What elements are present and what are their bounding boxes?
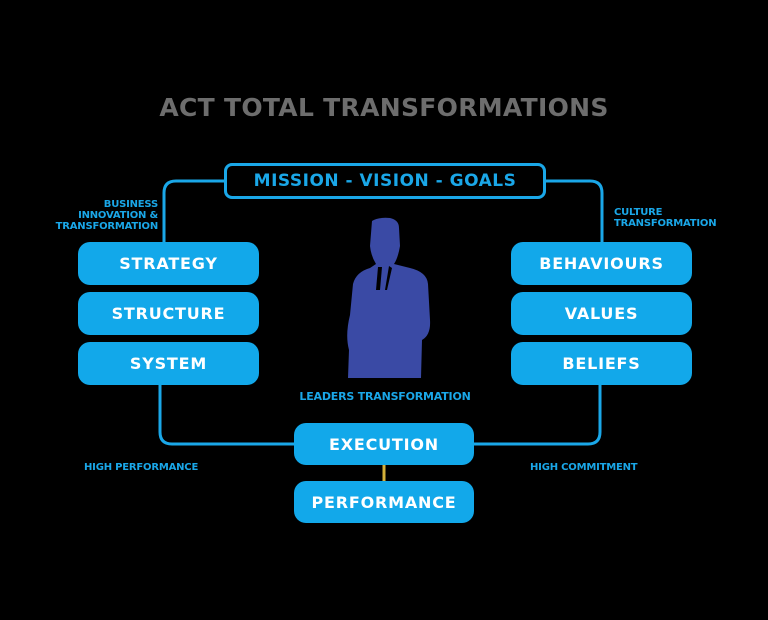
label-line: CULTURE: [614, 207, 663, 218]
execution-pill: EXECUTION: [294, 423, 474, 465]
strategy-pill: STRATEGY: [78, 242, 259, 285]
label-line: TRANSFORMATION: [614, 218, 717, 229]
leaders-transformation-label: LEADERS TRANSFORMATION: [299, 390, 471, 403]
high-commitment-label: HIGH COMMITMENT: [530, 462, 638, 473]
performance-pill: PERFORMANCE: [294, 481, 474, 523]
page-title: ACT TOTAL TRANSFORMATIONS: [159, 93, 609, 122]
beliefs-pill: BELIEFS: [511, 342, 692, 385]
values-pill: VALUES: [511, 292, 692, 335]
structure-pill: STRUCTURE: [78, 292, 259, 335]
label-line: INNOVATION &: [78, 210, 158, 221]
label-line: BUSINESS: [103, 199, 158, 210]
behaviours-pill: BEHAVIOURS: [511, 242, 692, 285]
culture-transformation-label: CULTURE TRANSFORMATION: [614, 207, 764, 229]
business-innovation-label: BUSINESS INNOVATION & TRANSFORMATION: [20, 199, 159, 232]
system-pill: SYSTEM: [78, 342, 259, 385]
label-line: TRANSFORMATION: [55, 221, 159, 232]
high-performance-label: HIGH PERFORMANCE: [84, 462, 199, 473]
mission-vision-goals-box: MISSION - VISION - GOALS: [224, 163, 546, 199]
